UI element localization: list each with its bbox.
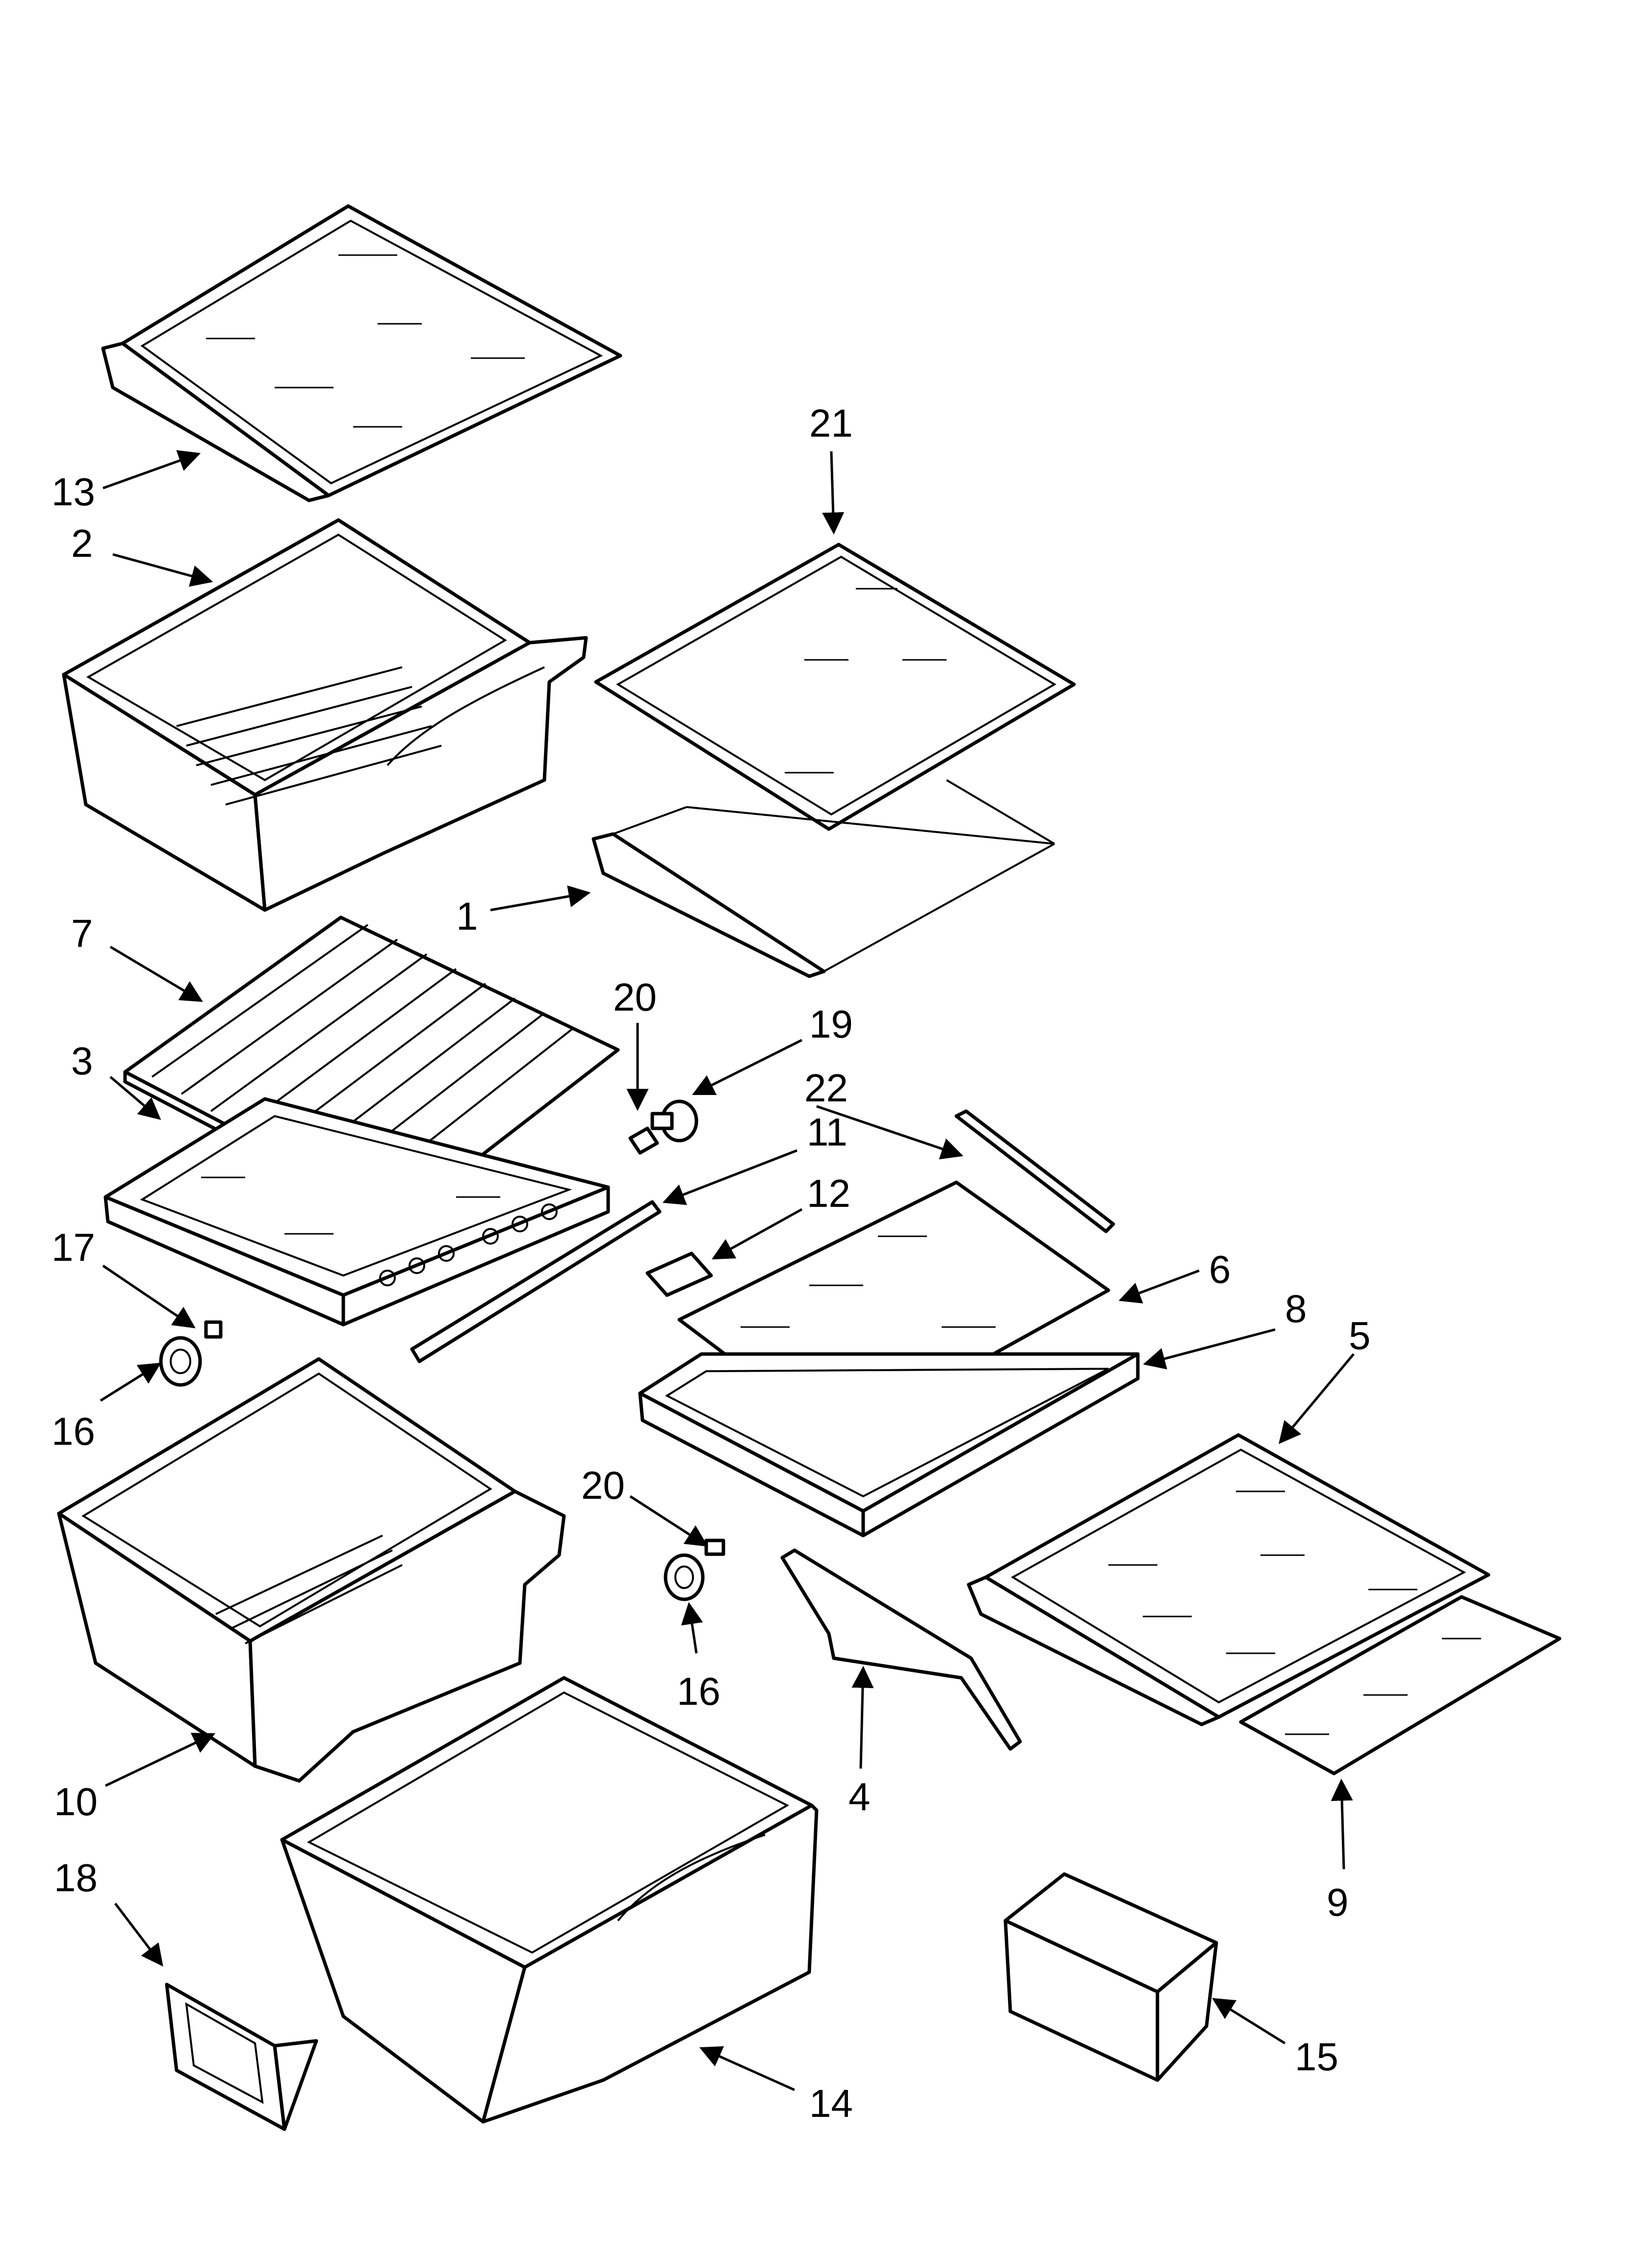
callout-20-upper: 20 — [613, 975, 657, 1019]
callout-5: 5 — [1349, 1314, 1371, 1357]
callout-4: 4 — [848, 1775, 871, 1819]
callout-labels: 13 2 21 1 7 20 19 3 22 11 12 17 6 8 5 16… — [51, 401, 1371, 2125]
part-11-rail — [410, 1200, 662, 1363]
part-12-clip — [645, 1251, 713, 1297]
callout-7: 7 — [71, 912, 93, 955]
callout-8: 8 — [1285, 1287, 1307, 1330]
part-21-glass-shelf — [594, 543, 1076, 831]
part-5-glass-shelf — [967, 1433, 1490, 1726]
part-20-screw — [628, 1126, 659, 1155]
part-13-glass-shelf — [101, 204, 622, 502]
part-20-screw-lower — [704, 1538, 725, 1556]
callout-16-center: 16 — [677, 1669, 720, 1713]
part-16-wheel-left — [159, 1336, 202, 1387]
callout-10: 10 — [54, 1780, 98, 1824]
part-8-frame — [638, 1352, 1140, 1538]
callout-6: 6 — [1209, 1248, 1231, 1291]
callout-16-left: 16 — [51, 1409, 95, 1453]
part-10-crisper-drawer — [57, 1357, 566, 1783]
part-14-crisper-drawer — [280, 1676, 819, 2124]
part-9-slide-shelf — [1239, 1595, 1562, 1775]
callout-9: 9 — [1327, 1880, 1349, 1924]
part-17-axle — [204, 1320, 223, 1339]
callout-11: 11 — [807, 1110, 847, 1154]
callout-22: 22 — [804, 1066, 848, 1110]
part-3-cover-frame — [103, 1097, 610, 1327]
part-19-roller — [650, 1099, 698, 1143]
callout-12: 12 — [807, 1172, 850, 1215]
part-1-shelf-frame — [591, 779, 1055, 978]
callout-1: 1 — [456, 894, 478, 938]
part-2-crisper-drawer — [62, 518, 588, 912]
callout-21: 21 — [809, 401, 853, 445]
part-18-label-holder — [165, 1982, 318, 2131]
callout-20-lower: 20 — [581, 1463, 625, 1507]
callout-18: 18 — [54, 1856, 98, 1900]
callout-2: 2 — [71, 521, 93, 565]
callout-3: 3 — [71, 1039, 93, 1083]
part-15-door-bin — [1003, 1872, 1218, 2082]
part-22-bracket — [954, 1109, 1115, 1233]
callout-13: 13 — [51, 470, 95, 514]
part-4-side-bracket — [780, 1548, 1022, 1751]
part-16-wheel-center — [664, 1553, 705, 1601]
callout-19: 19 — [809, 1002, 853, 1046]
leader-lines — [100, 450, 1355, 2091]
callout-14: 14 — [809, 2082, 853, 2125]
callout-17: 17 — [51, 1225, 95, 1269]
callout-15: 15 — [1295, 2035, 1338, 2079]
